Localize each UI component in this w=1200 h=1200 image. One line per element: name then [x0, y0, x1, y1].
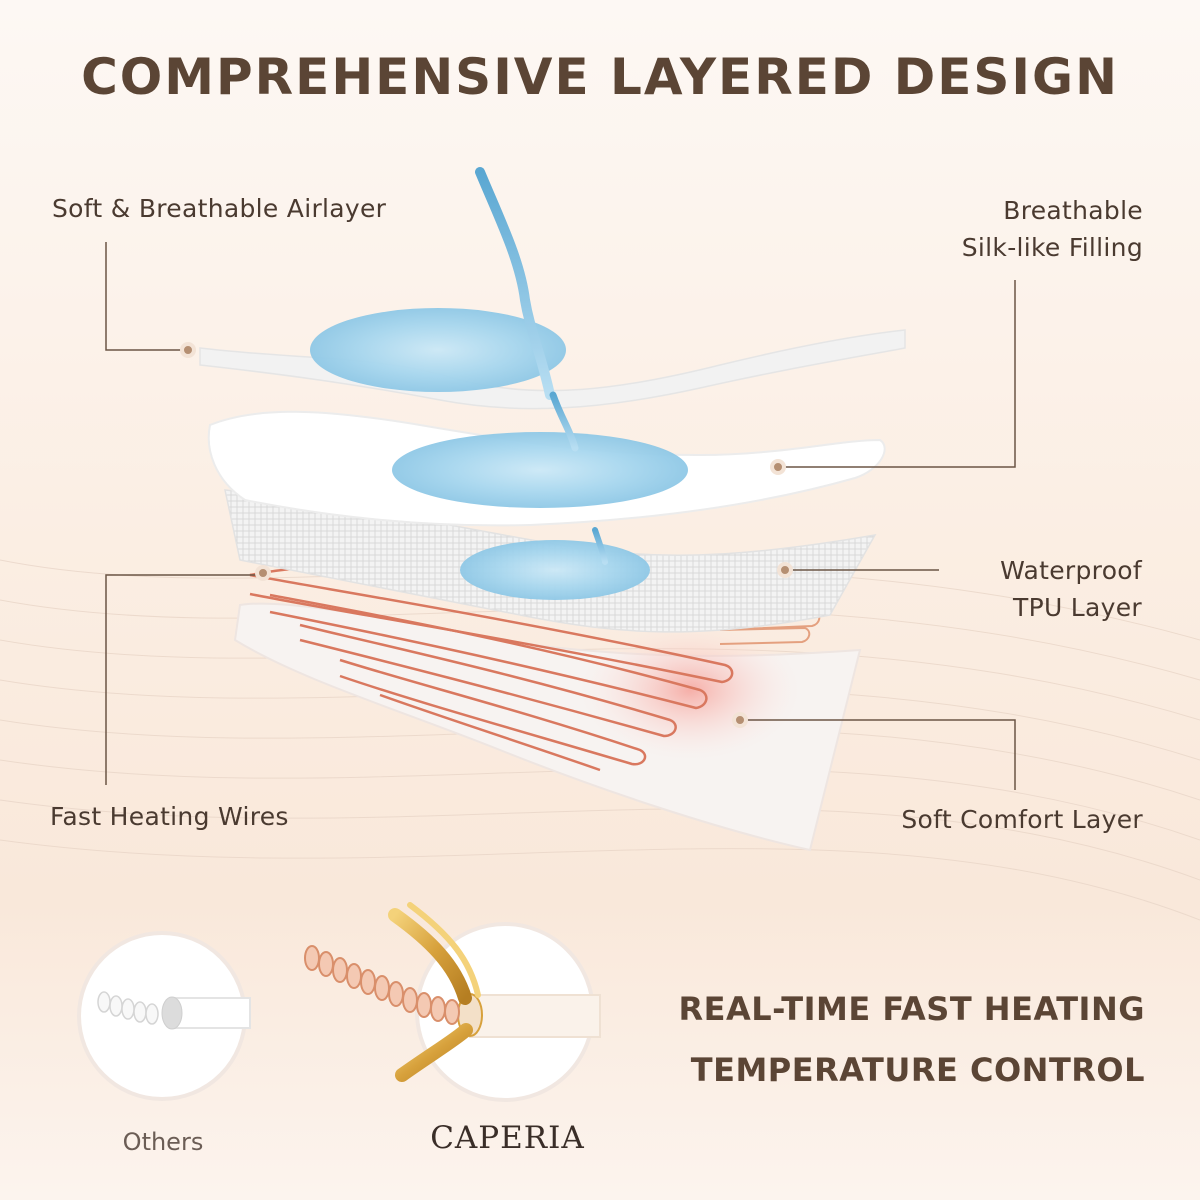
label-heating-wires: Fast Heating Wires: [50, 802, 289, 831]
others-wire-illustration: [77, 931, 251, 1101]
caption-brand: CAPERIA: [430, 1120, 585, 1156]
feature-temperature-control: TEMPERATURE CONTROL: [690, 1051, 1145, 1089]
label-silk-filling-line2: Silk-like Filling: [961, 233, 1143, 262]
label-tpu-layer: Waterproof TPU Layer: [880, 552, 1142, 626]
label-silk-filling-line1: Breathable: [1003, 196, 1143, 225]
label-airlayer: Soft & Breathable Airlayer: [52, 194, 387, 223]
silk-like-filling-layer: [207, 410, 886, 527]
soft-comfort-layer: [233, 602, 862, 852]
feature-fast-heating: REAL-TIME FAST HEATING: [678, 990, 1145, 1028]
caperia-wire-illustration: [304, 902, 601, 1102]
leader-lines: [105, 242, 1016, 790]
caption-others: Others: [122, 1128, 204, 1156]
label-silk-filling: Breathable Silk-like Filling: [880, 192, 1143, 266]
water-stream: [475, 167, 608, 565]
label-tpu-line2: TPU Layer: [1013, 593, 1142, 622]
leader-dots: [180, 342, 793, 728]
label-comfort-layer: Soft Comfort Layer: [901, 805, 1143, 834]
page-title: COMPREHENSIVE LAYERED DESIGN: [81, 48, 1119, 106]
label-tpu-line1: Waterproof: [1000, 556, 1142, 585]
